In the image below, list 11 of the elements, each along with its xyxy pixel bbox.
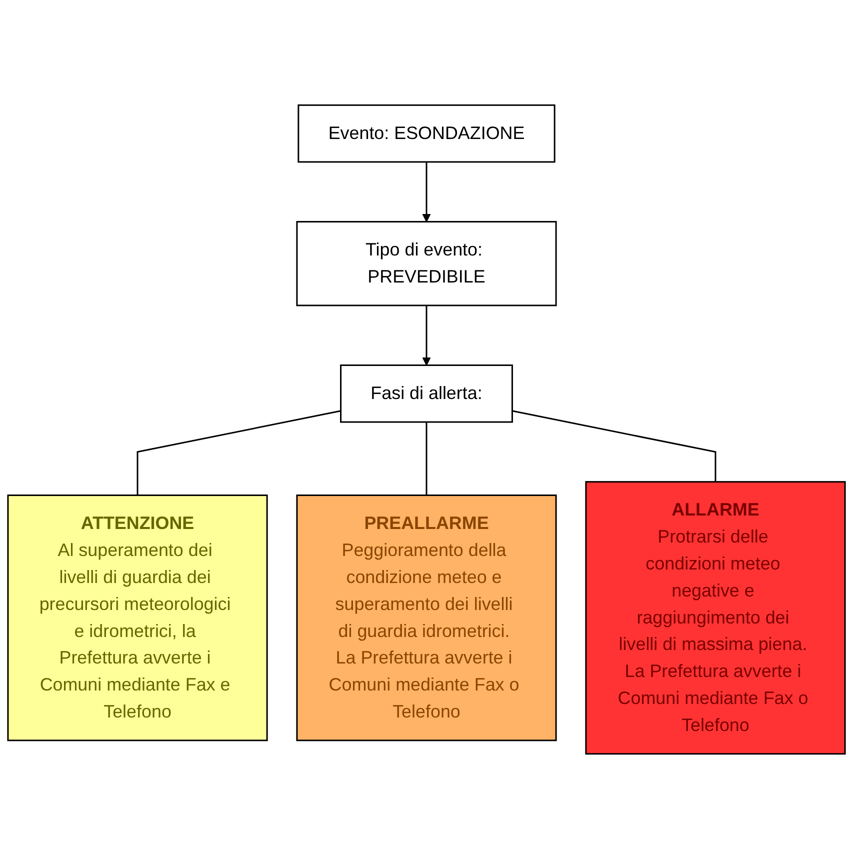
node-box: PREALLARME Peggioramento della condizione meteo e superamento dei livelli di guardia idrometrici. La Prefettura avverte i Comuni mediante Fax o Telefono <box>296 494 557 742</box>
node-box: Fasi di allerta: <box>340 364 513 423</box>
arrow <box>422 305 431 366</box>
connector <box>426 422 428 496</box>
arrow <box>422 162 431 222</box>
connector <box>136 410 341 496</box>
connector <box>512 410 716 482</box>
node-box: ALLARME Protrarsi delle condizioni meteo negative e raggiungimento dei livelli di massima piena. La Prefettura avverte i Comuni mediante Fax o Telefono <box>585 481 846 755</box>
node-box: ATTENZIONE Al superamento dei livelli di guardia dei precursori meteorologici e idrometrici, la Prefettura avverte i Comuni mediante Fax e Telefono <box>7 494 268 742</box>
node-box: Tipo di evento: PREVEDIBILE <box>296 220 557 306</box>
node-box: Evento: ESONDAZIONE <box>298 104 556 163</box>
